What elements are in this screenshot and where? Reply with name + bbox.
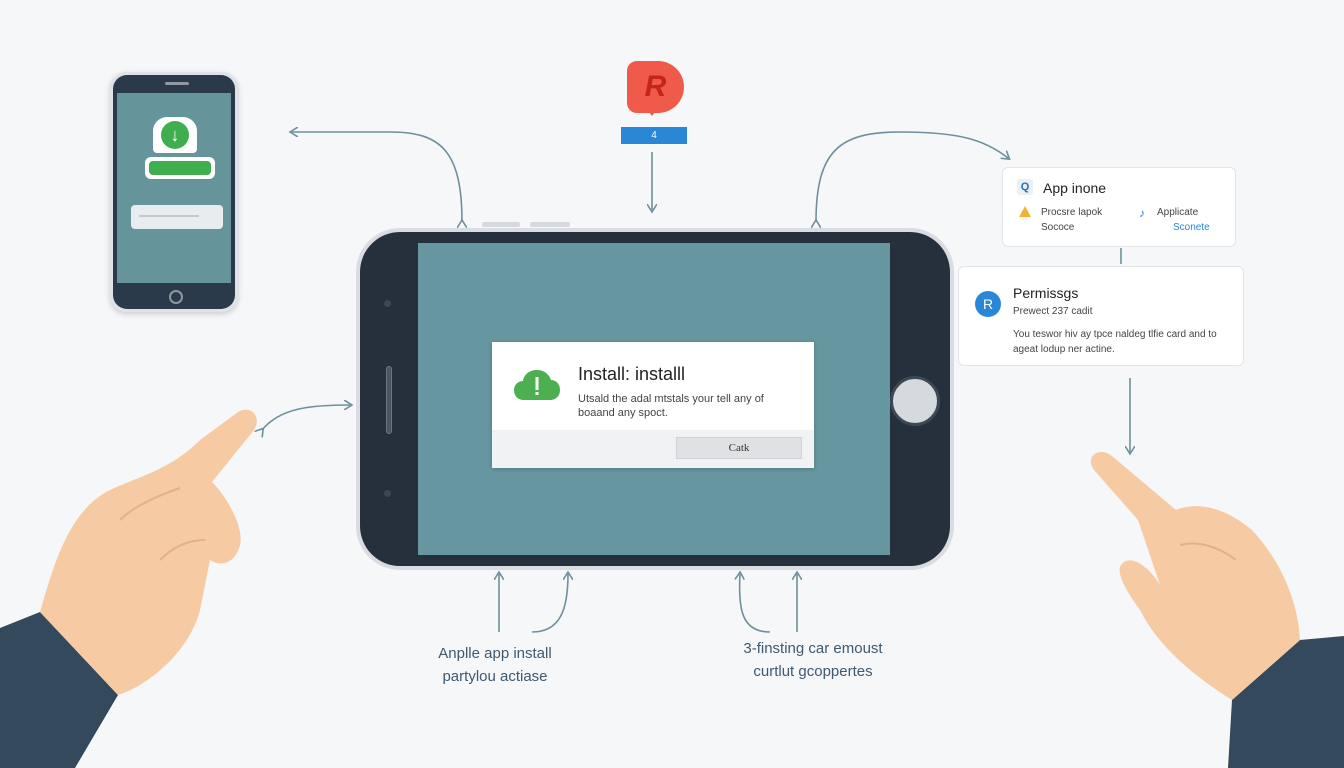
caption-left: Anplle app install partylou actiase <box>410 642 580 688</box>
permissions-description: You teswor hiv ay tpce naldeg tlfie card… <box>1013 329 1217 355</box>
app-info-card: Q App inone Procsre lapok Sococe ♪ Appli… <box>1002 167 1236 247</box>
music-note-icon: ♪ <box>1139 206 1145 220</box>
app-store-badge-icon: R <box>627 61 684 113</box>
flow-arrows <box>262 131 1130 633</box>
app-card-warning-line1: Procsre lapok <box>1041 207 1103 218</box>
arrow-bottom-2 <box>531 574 568 633</box>
dialog-footer: Catk <box>492 430 814 468</box>
badge-strip-label: 4 <box>651 130 657 141</box>
arrow-main-to-card <box>816 131 1008 222</box>
caption-right-line1: 3-finsting car emoust <box>743 640 883 657</box>
volume-button <box>482 222 520 227</box>
app-card-warning-line2: Sococe <box>1041 222 1075 233</box>
caption-right-line2: curtlut gcoppertes <box>753 663 873 680</box>
arrow-hand-to-phone <box>262 405 350 430</box>
proximity-sensor <box>384 490 391 497</box>
app-card-link[interactable]: Sconete <box>1173 222 1210 233</box>
main-phone-home-button[interactable] <box>890 376 940 426</box>
right-hand-illustration <box>1090 451 1344 768</box>
small-phone-body: ↓ <box>113 75 235 309</box>
small-phone: ↓ <box>110 72 238 312</box>
permissions-subtitle: Prewect 237 cadit <box>1013 306 1093 317</box>
caption-left-line1: Anplle app install <box>438 645 552 662</box>
badge-letter: R <box>644 70 667 103</box>
badge-strip: 4 <box>621 127 687 144</box>
avatar: R <box>975 291 1001 317</box>
warning-icon <box>1019 206 1031 217</box>
badge-pointer <box>646 108 658 116</box>
small-phone-speaker <box>165 82 189 85</box>
cloud-alert-icon <box>514 370 560 400</box>
small-phone-screen: ↓ <box>117 93 231 283</box>
speaker-slot <box>386 366 392 434</box>
download-arrow-icon: ↓ <box>161 121 189 149</box>
download-progress-bar <box>131 205 223 229</box>
dialog-action-button[interactable]: Catk <box>676 437 802 459</box>
small-phone-home-button[interactable] <box>169 290 183 304</box>
power-button <box>530 222 570 227</box>
search-icon: Q <box>1017 179 1033 195</box>
caption-left-line2: partylou actiase <box>442 668 548 685</box>
camera-sensor <box>384 300 391 307</box>
download-badge: ↓ <box>153 117 197 153</box>
install-dialog: Install: installl Utsald the adal mtstal… <box>492 342 814 468</box>
left-hand-illustration <box>0 409 257 768</box>
download-progress-line <box>139 215 199 217</box>
dialog-message: Utsald the adal mtstals your tell any of… <box>578 393 764 419</box>
download-button-fill <box>149 161 211 175</box>
caption-right: 3-finsting car emoust curtlut gcoppertes <box>718 637 908 683</box>
app-card-applicate: Applicate <box>1157 207 1199 218</box>
arrow-bottom-3 <box>740 574 771 633</box>
app-card-title: App inone <box>1043 180 1107 196</box>
permissions-title: Permissgs <box>1013 285 1079 301</box>
permissions-card: R Permissgs Prewect 237 cadit You teswor… <box>958 266 1244 366</box>
arrow-small-phone-to-main <box>292 132 462 222</box>
dialog-title: Install: installl <box>578 364 686 384</box>
download-button[interactable] <box>145 157 215 179</box>
